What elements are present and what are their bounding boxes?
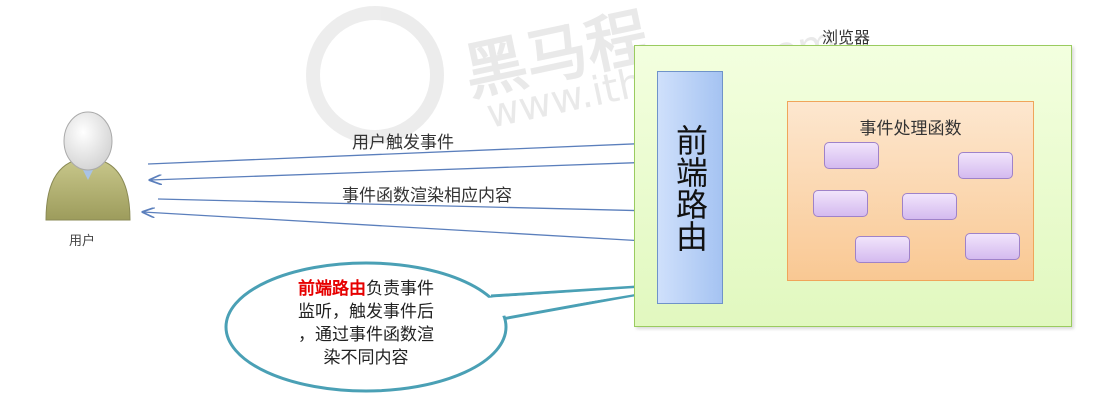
function-box bbox=[958, 152, 1013, 179]
arrow-user-to-router-2 bbox=[157, 198, 655, 211]
user-label: 用户 bbox=[69, 234, 96, 249]
callout-line-1: 前端路由负责事件 bbox=[278, 278, 454, 301]
callout-text: 前端路由负责事件 监听，触发事件后 ，通过事件函数渲 染不同内容 bbox=[278, 278, 454, 370]
frontend-router-box: 前端路由 bbox=[657, 71, 723, 304]
callout-highlight: 前端路由 bbox=[298, 279, 366, 299]
user-icon bbox=[45, 111, 131, 221]
arrow-user-to-router bbox=[147, 143, 655, 165]
callout-line-4: 染不同内容 bbox=[323, 348, 409, 368]
frontend-router-label: 前端路由 bbox=[671, 123, 709, 252]
function-box bbox=[965, 233, 1020, 260]
event-handler-title: 事件处理函数 bbox=[859, 119, 962, 139]
trigger-event-label: 用户触发事件 bbox=[352, 133, 454, 153]
render-content-label: 事件函数渲染相应内容 bbox=[342, 186, 512, 206]
function-box bbox=[813, 190, 868, 217]
callout-line-1-rest: 负责事件 bbox=[366, 279, 434, 299]
function-box bbox=[855, 236, 910, 263]
function-box bbox=[902, 193, 957, 220]
browser-title: 浏览器 bbox=[822, 28, 871, 47]
callout-line-2: 监听，触发事件后 bbox=[298, 302, 434, 322]
callout-line-3: ，通过事件函数渲 bbox=[298, 325, 434, 345]
function-box bbox=[824, 142, 879, 169]
